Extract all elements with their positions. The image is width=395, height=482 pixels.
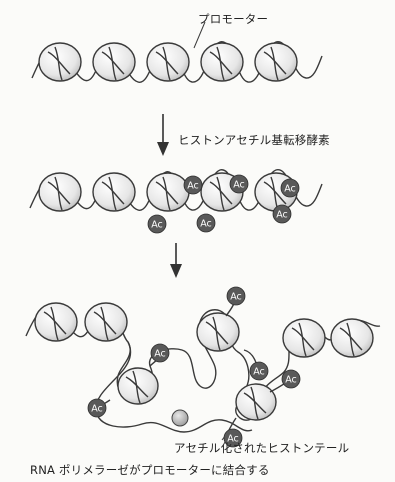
nucleosome [201, 43, 243, 81]
acetyl-mark: Ac [282, 370, 300, 388]
nucleosome [283, 319, 325, 357]
acetyl-mark-text: Ac [276, 210, 288, 221]
nucleosome [93, 173, 135, 211]
acetyl-mark: Ac [88, 399, 106, 417]
acetyl-mark: Ac [273, 205, 291, 223]
rna-polymerase [172, 410, 188, 426]
acetyl-mark: Ac [184, 176, 202, 194]
acetyl-mark-text: Ac [284, 184, 296, 195]
nucleosome [255, 43, 297, 81]
nucleosome [197, 313, 239, 351]
acetyl-mark-text: Ac [200, 219, 212, 230]
stage-1-chromatin [32, 22, 322, 82]
stage-3-chromatin [26, 294, 380, 432]
acetyl-mark-text: Ac [253, 367, 265, 378]
arrow-down-1 [157, 114, 169, 156]
acetyl-mark: Ac [151, 344, 169, 362]
nucleosome [147, 43, 189, 81]
nucleosome [118, 368, 158, 404]
stage-2-chromatin [30, 170, 322, 211]
acetyl-mark-text: Ac [91, 404, 103, 415]
acetyl-mark: Ac [281, 179, 299, 197]
nucleosome [93, 43, 135, 81]
acetyl-mark-text: Ac [154, 349, 166, 360]
nucleosome [236, 384, 276, 420]
acetyl-mark: Ac [197, 214, 215, 232]
acetyl-mark-text: Ac [230, 292, 242, 303]
acetyl-mark-text: Ac [285, 375, 297, 386]
promoter-label: プロモーター [198, 11, 268, 27]
acetyl-mark-text: Ac [233, 180, 245, 191]
acetyl-mark: Ac [227, 287, 245, 305]
acetyl-mark-text: Ac [151, 220, 163, 231]
nucleosome [331, 319, 373, 357]
nucleosome [147, 173, 189, 211]
acetyl-mark: Ac [230, 175, 248, 193]
enzyme-label: ヒストンアセチル基転移酵素 [178, 132, 330, 148]
acetyl-mark-text: Ac [187, 181, 199, 192]
acetyl-mark: Ac [148, 215, 166, 233]
arrow-down-2 [170, 243, 182, 278]
acetylated-tails-label: アセチル化されたヒストンテール [174, 440, 349, 456]
nucleosome [35, 303, 77, 341]
nucleosome [39, 173, 81, 211]
acetyl-mark: Ac [250, 362, 268, 380]
rna-polymerase-label: RNA ポリメラーゼがプロモーターに結合する [30, 462, 270, 478]
nucleosome [85, 303, 127, 341]
nucleosome [39, 43, 81, 81]
